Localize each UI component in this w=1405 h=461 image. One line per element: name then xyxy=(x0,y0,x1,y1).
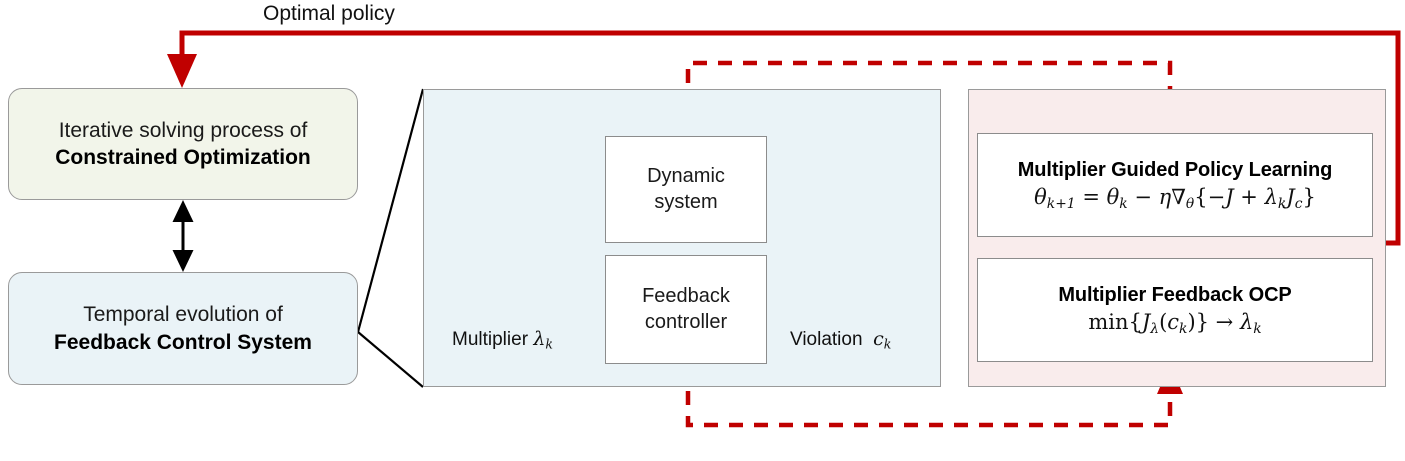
zoom-fan-lines xyxy=(356,88,425,388)
bidirectional-arrow-left-column xyxy=(172,200,194,272)
policy-learning-title: Multiplier Guided Policy Learning xyxy=(1017,158,1333,181)
box-multiplier-feedback-ocp[interactable]: Multiplier Feedback OCP min{Jλ(ck)} → λk xyxy=(977,258,1373,362)
signal-label-multiplier: Multiplier λk xyxy=(452,328,553,352)
block-feedback-controller[interactable]: Feedback controller xyxy=(605,255,767,364)
box-constrained-optimization-line1: Iterative solving process of xyxy=(58,118,308,142)
box-feedback-control-system-line2: Feedback Control System xyxy=(54,330,312,354)
optimal-policy-label: Optimal policy xyxy=(263,2,395,25)
block-dynamic-system[interactable]: Dynamic system xyxy=(605,136,767,243)
box-multiplier-guided-policy-learning[interactable]: Multiplier Guided Policy Learning θk+1 =… xyxy=(977,133,1373,237)
box-feedback-control-system-line1: Temporal evolution of xyxy=(83,303,283,327)
feedback-ocp-title: Multiplier Feedback OCP xyxy=(1058,283,1292,306)
signal-label-violation: Violation ck xyxy=(790,328,892,352)
block-dynamic-system-label: Dynamic system xyxy=(647,164,725,213)
box-constrained-optimization-line2: Constrained Optimization xyxy=(55,146,311,169)
policy-learning-formula: θk+1 = θk − η∇θ{−J + λkJc} xyxy=(1034,184,1316,212)
feedback-ocp-formula: min{Jλ(ck)} → λk xyxy=(1088,309,1262,337)
box-feedback-control-system[interactable]: Temporal evolution of Feedback Control S… xyxy=(8,272,358,385)
box-constrained-optimization[interactable]: Iterative solving process of Constrained… xyxy=(8,88,358,200)
block-feedback-controller-label: Feedback controller xyxy=(642,284,730,333)
